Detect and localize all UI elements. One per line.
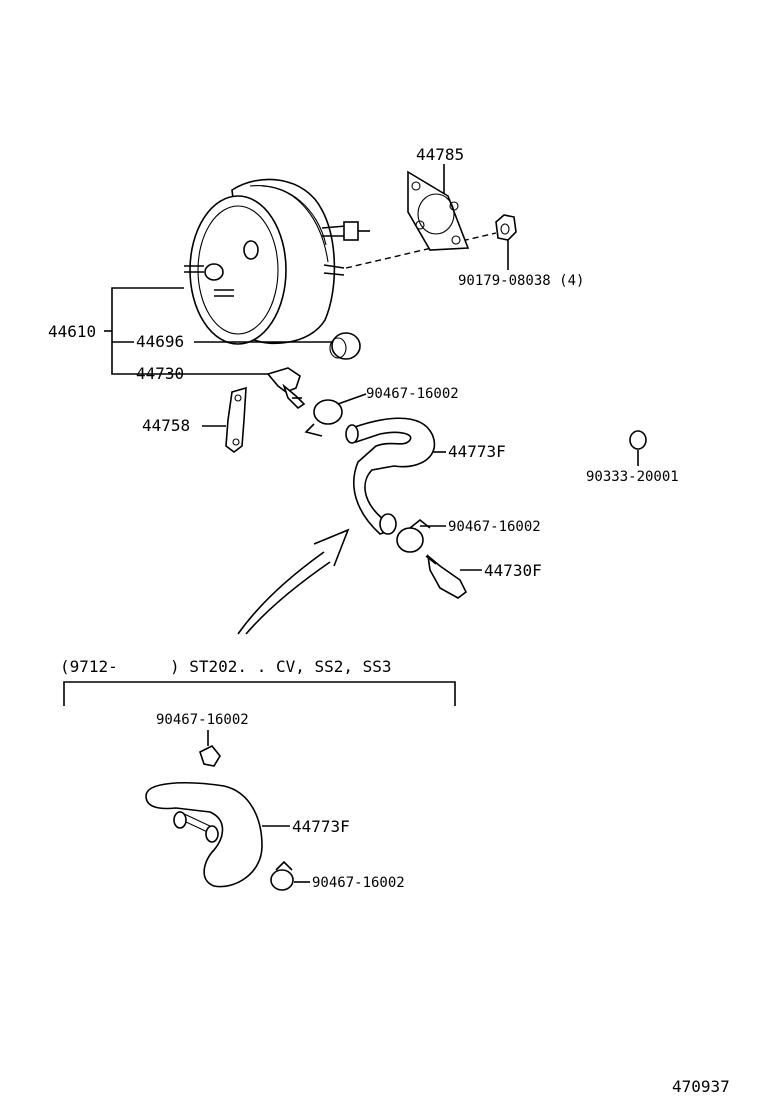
variant-section: (9712- ) ST202. . CV, SS2, SS3 90467-160… bbox=[60, 657, 456, 891]
variant-bracket bbox=[63, 681, 456, 706]
hose-clamp-c-illustration bbox=[199, 730, 221, 767]
nut-illustration bbox=[495, 214, 517, 241]
label-44758: 44758 bbox=[142, 416, 190, 435]
label-44730: 44730 bbox=[136, 364, 184, 383]
vacuum-hose-illustration bbox=[345, 417, 436, 535]
variant-code: (9712- bbox=[60, 657, 118, 676]
union-illustration bbox=[425, 554, 468, 599]
label-90467-16002-d: 90467-16002 bbox=[312, 875, 405, 891]
bracket-illustration bbox=[225, 386, 247, 453]
brake-booster-illustration bbox=[184, 178, 497, 345]
cap-illustration bbox=[629, 430, 647, 450]
leader-lines bbox=[104, 164, 639, 571]
label-44785: 44785 bbox=[416, 145, 464, 164]
label-90179-08038: 90179-08038 (4) bbox=[458, 273, 584, 289]
variant-models: ) ST202. . CV, SS2, SS3 bbox=[170, 657, 392, 676]
label-44696: 44696 bbox=[136, 332, 184, 351]
label-44773F-b: 44773F bbox=[292, 817, 350, 836]
vacuum-hose-b-illustration bbox=[145, 782, 263, 888]
direction-arrow bbox=[237, 528, 350, 635]
hose-clamp-a-illustration bbox=[304, 399, 343, 437]
check-valve-illustration bbox=[266, 367, 306, 410]
gasket-illustration bbox=[407, 170, 470, 251]
diagram-number: 470937 bbox=[672, 1077, 730, 1096]
label-44610: 44610 bbox=[48, 322, 96, 341]
grommet-illustration bbox=[329, 332, 361, 360]
hose-clamp-d-illustration bbox=[270, 860, 294, 891]
label-90467-16002-c: 90467-16002 bbox=[156, 712, 249, 728]
label-90467-16002-a: 90467-16002 bbox=[366, 386, 459, 402]
label-90333-20001: 90333-20001 bbox=[586, 469, 679, 485]
label-90467-16002-b: 90467-16002 bbox=[448, 519, 541, 535]
label-44730F: 44730F bbox=[484, 561, 542, 580]
hose-clamp-b-illustration bbox=[396, 518, 431, 553]
label-44773F-a: 44773F bbox=[448, 442, 506, 461]
